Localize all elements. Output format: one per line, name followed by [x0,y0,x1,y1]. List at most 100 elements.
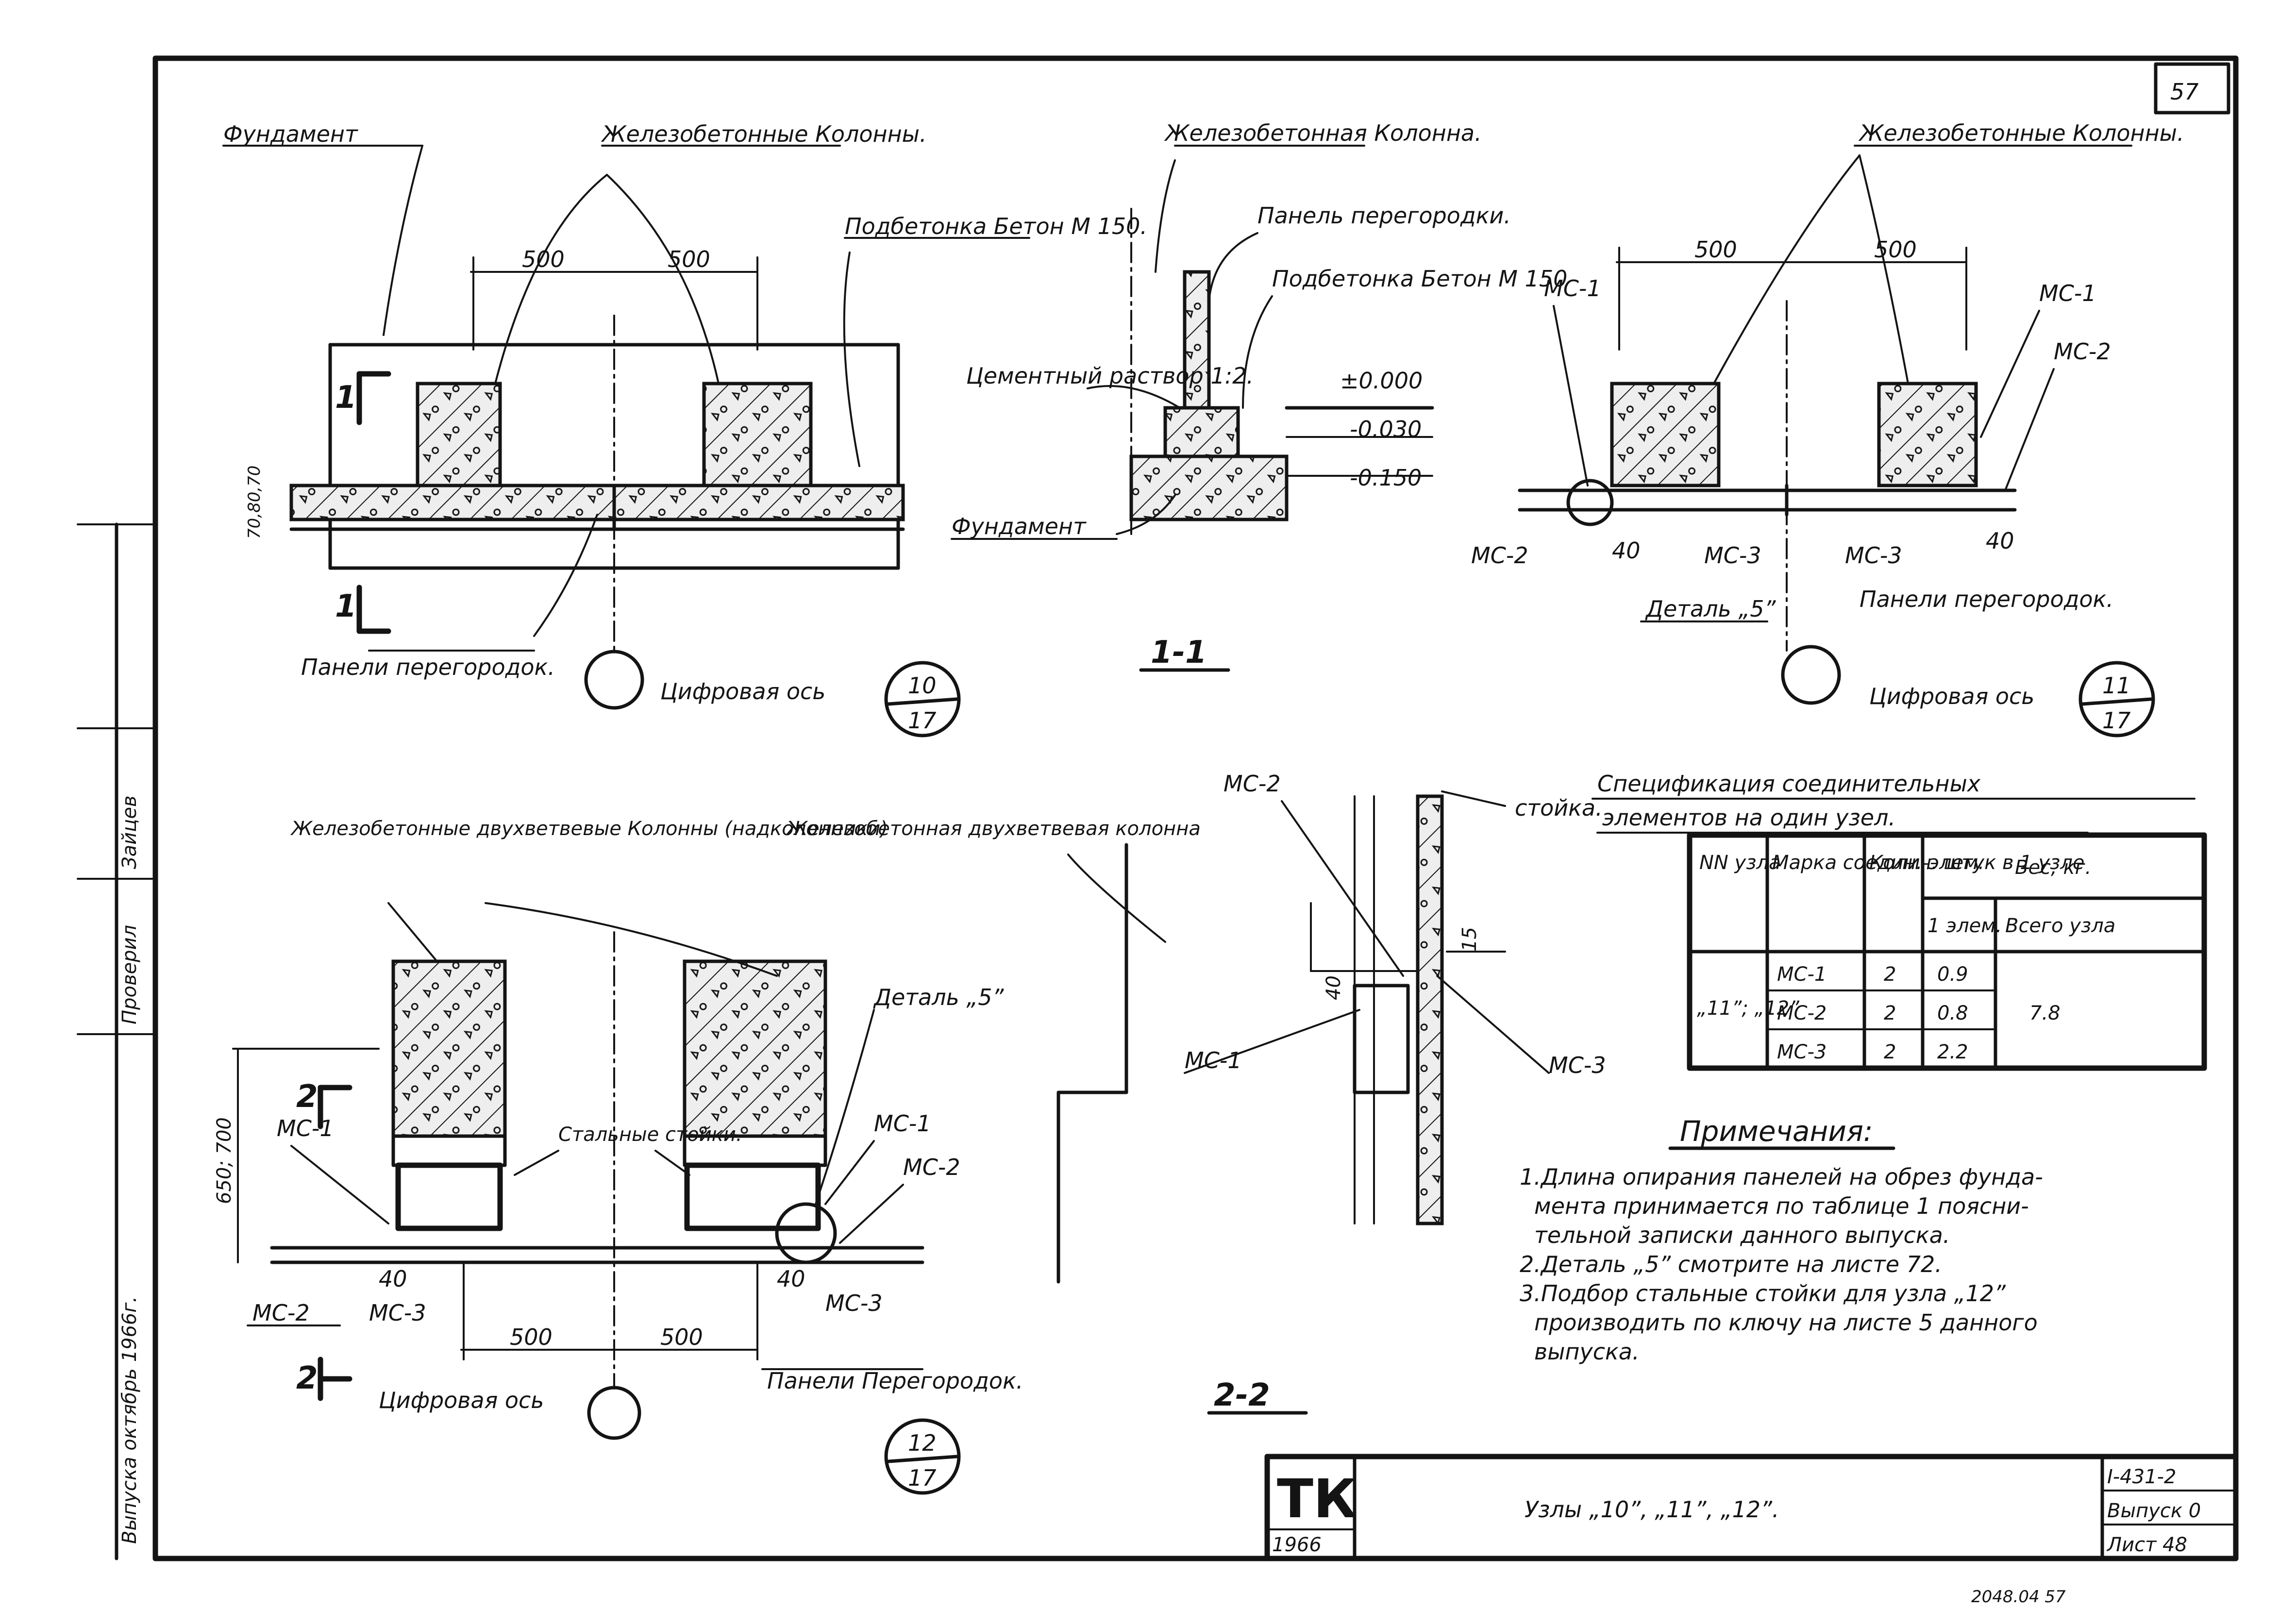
dim-15: 15 [1458,927,1481,952]
node-10-drawing: 500 500 70,80,70 1 1 Фундамент Железобет… [222,121,1147,737]
section-mark-bottom: 1 [335,588,357,624]
header-weight-total: Всего узла [2005,915,2115,937]
row-weight: 0.8 [1937,1002,1968,1024]
dim-500-left: 500 [522,246,565,272]
mc3-right: МС-3 [825,1290,883,1316]
level-0: ±0.000 [1340,368,1423,394]
node-12-drawing: 650; 700 500 500 Железобетонные двухветв… [213,818,1201,1495]
level-1: -0.030 [1350,416,1422,442]
label-panels: Панели перегородок. [1860,586,2113,612]
spec-table: Спецификация соединительных элементов на… [1592,771,2207,1071]
dim-40-left: 40 [1612,537,1641,564]
mc3-a: МС-3 [1704,542,1761,569]
header-mark: Марка соедин. элем. [1772,852,1984,874]
steel-posts: Стальные стойки. [558,1123,742,1146]
dim-40-left: 40 [379,1266,407,1292]
notes: Примечания: 1.Длина опирания панелей на … [1520,1115,2043,1365]
node-10-den: 17 [908,707,937,734]
mc1-left: МС-1 [1544,275,1601,302]
stamp-sheet: Лист 48 [2106,1534,2187,1556]
section-title: 1-1 [1151,635,1207,670]
header-weight: Вес, кг. [2015,856,2091,879]
label-foundation: Фундамент [223,121,358,147]
mc3: МС-3 [1549,1052,1606,1078]
notes-line: производить по ключу на листе 5 данного [1534,1309,2038,1336]
stamp-logo: ТК [1277,1468,1357,1530]
section-mark-bottom: 2 [296,1360,318,1396]
row-mark: МС-2 [1777,1002,1827,1024]
section-mark-top: 1 [335,380,357,416]
dim-40-right: 40 [777,1266,805,1292]
label-panel: Панель перегородки. [1257,202,1511,229]
label-column: Железобетонная Колонна. [1164,120,1482,146]
row-qty: 2 [1884,1002,1896,1024]
stamp-code: I-431-2 [2107,1466,2176,1488]
dim-side: 70,80,70 [245,466,264,539]
stamp-issue: Выпуск 0 [2107,1500,2201,1522]
header-qty: Колич. штук в 1 узле [1869,852,2085,874]
stamp-title: Узлы „10”, „11”, „12”. [1525,1496,1779,1523]
sheet-frame: 57 2048.04 57 [152,55,2239,1607]
dim-40-right: 40 [1986,528,2014,554]
side-strip-item: Выпуска октябрь 1966г. [118,1296,141,1544]
label-detail: Деталь „5” [873,984,1004,1010]
node-12-den: 17 [908,1465,937,1491]
label-columns-left-text: Железобетонные двухветвевые Колонны (над… [290,818,888,840]
node-12-num: 12 [908,1430,937,1456]
label-columns-right: Железобетонная двухветвевая колонна [785,818,1201,840]
row-weight: 0.9 [1937,963,1968,986]
section-1-1-drawing: ±0.000 -0.030 -0.150 Железобетонная Коло… [951,120,1567,672]
page-number: 57 [2170,79,2199,105]
stamp-year: 1966 [1272,1534,1322,1556]
label-columns: Железобетонные Колонны. [601,121,927,147]
row-qty: 2 [1884,963,1896,986]
mc1-left: МС-1 [277,1115,334,1141]
notes-line: 3.Подбор стальные стойки для узла „12” [1520,1280,2006,1307]
title-block: ТК 1966 Узлы „10”, „11”, „12”. I-431-2 В… [1264,1454,2239,1561]
header-weight-one: 1 элем. [1927,915,2002,937]
mc1-right: МС-1 [874,1110,931,1137]
label-panels: Панели перегородок. [301,654,555,680]
label-grout: Подбетонка Бетон М 150. [845,213,1147,239]
label-axis: Цифровая ось [660,678,825,704]
node-11-drawing: 500 500 Железобетонные Колонны. МС-1 МС-… [1471,120,2184,737]
notes-line: 2.Деталь „5” смотрите на листе 72. [1520,1251,1942,1277]
mc2-left: МС-2 [1471,542,1528,569]
label-columns-left: Железобетонные двухветвевые Колонны (над… [290,818,888,840]
node-label: „11”; „12” [1697,997,1799,1020]
notes-title: Примечания: [1680,1115,1873,1148]
mc1-right: МС-1 [2039,280,2096,306]
side-strip-item: Проверил [118,925,141,1024]
label-mortar: Цементный раствор 1:2. [966,363,1254,389]
label-grout: Подбетонка Бетон М 150 [1272,266,1567,292]
dim-500-left: 500 [1694,236,1737,263]
bottom-crop-text: 2048.04 57 [1971,1587,2066,1607]
notes-line: 1.Длина опирания панелей на обрез фунда- [1520,1164,2043,1190]
row-qty: 2 [1884,1041,1896,1063]
row-mark: МС-3 [1777,1041,1827,1063]
row-weight: 2.2 [1937,1041,1968,1063]
dim-500-right: 500 [660,1324,703,1350]
side-strip-item: Зайцев [118,795,141,869]
section-2-2-drawing: 40 15 МС-2 МС-1 МС-3 стойка. 2-2 [1056,771,1606,1415]
mc3-b: МС-3 [1845,542,1902,569]
mc3-left: МС-3 [369,1300,426,1326]
label-panels: Панели Перегородок. [767,1368,1023,1394]
spec-title-2: элементов на один узел. [1602,804,1895,831]
label-columns: Железобетонные Колонны. [1858,120,2184,146]
level-2: -0.150 [1350,465,1422,491]
dim-height: 650; 700 [213,1117,235,1204]
node-11-den: 17 [2102,707,2131,734]
spec-title-1: Спецификация соединительных [1597,771,1981,797]
label-foundation: Фундамент [952,513,1087,539]
side-strip: Выпуска октябрь 1966г. Проверил Зайцев [77,522,156,1560]
mc2: МС-2 [1223,771,1281,797]
mc2-left: МС-2 [252,1300,310,1326]
section-mark-top: 2 [296,1079,318,1115]
label-axis: Цифровая ось [1869,683,2034,709]
node-11-num: 11 [2102,672,2131,699]
label-post: стойка. [1515,795,1603,821]
label-detail: Деталь „5” [1645,596,1776,622]
